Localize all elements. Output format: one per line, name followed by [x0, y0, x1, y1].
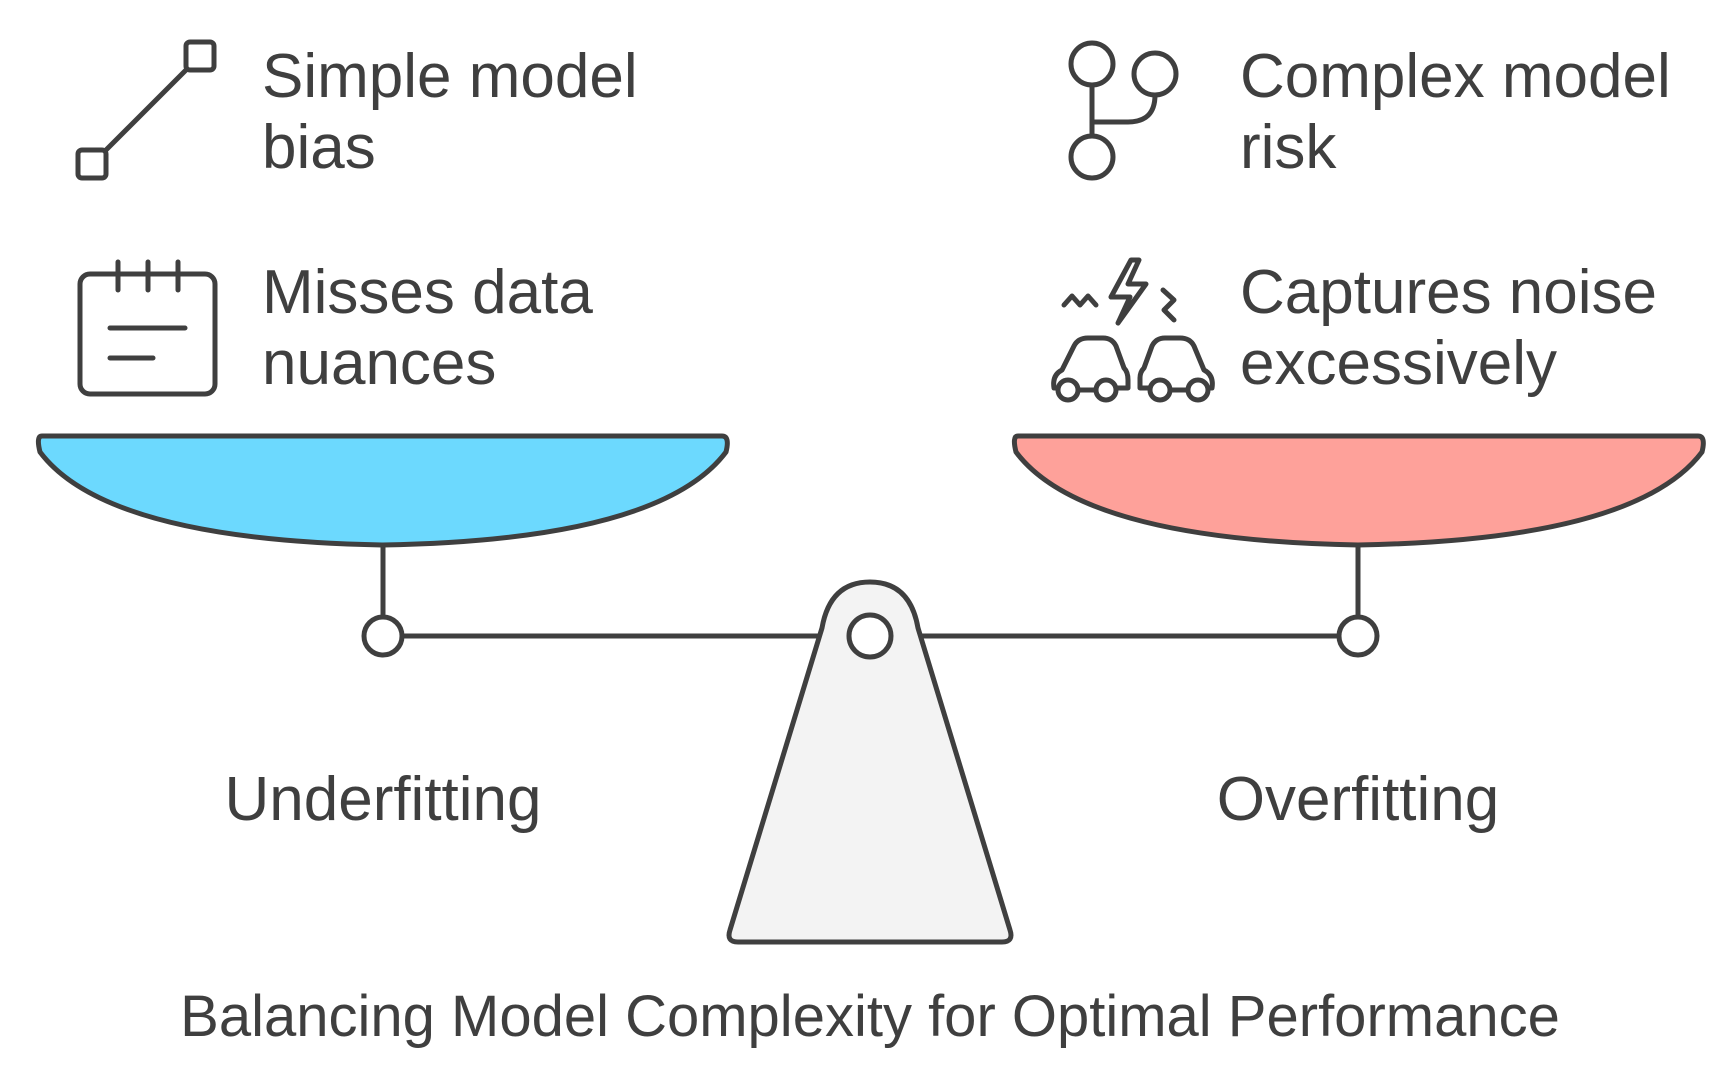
left-pan [35, 433, 730, 548]
right-top-line2: risk [1240, 113, 1337, 182]
overfitting-label: Overfitting [1217, 765, 1500, 834]
car-crash-icon [1051, 257, 1215, 403]
line-segment-icon [75, 39, 217, 181]
underfitting-label: Underfitting [224, 765, 541, 834]
left-bottom-line2: nuances [262, 329, 496, 398]
left-top-line2: bias [262, 113, 376, 182]
left-bottom-line1: Misses data [262, 258, 593, 327]
git-branch-icon [1068, 40, 1179, 181]
right-bottom-line2: excessively [1240, 329, 1557, 398]
right-top-line1: Complex model [1240, 42, 1671, 111]
calendar-icon [77, 259, 218, 397]
diagram-title: Balancing Model Complexity for Optimal P… [180, 984, 1560, 1049]
fulcrum [726, 579, 1014, 945]
pivot [846, 612, 894, 660]
left-joint [361, 614, 405, 658]
left-top-line1: Simple model [262, 42, 638, 111]
right-bottom-line1: Captures noise [1240, 258, 1657, 327]
right-joint [1336, 614, 1380, 658]
right-pan [1011, 433, 1706, 548]
